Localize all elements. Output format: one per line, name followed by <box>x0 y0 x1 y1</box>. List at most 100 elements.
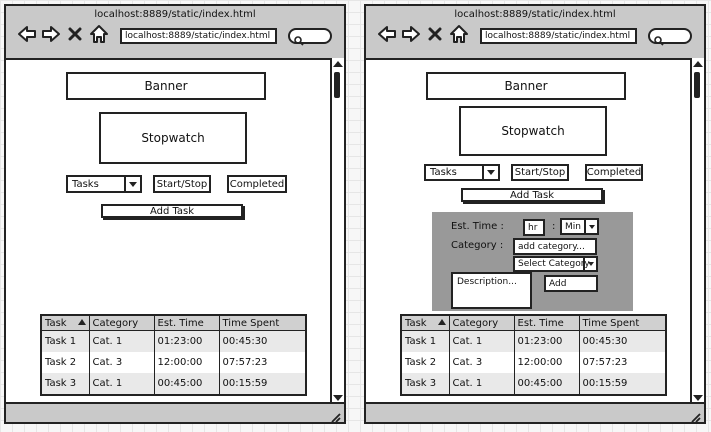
nav-buttons <box>16 23 110 45</box>
add-button[interactable]: Add <box>544 275 598 292</box>
stop-x-icon[interactable] <box>64 23 86 45</box>
minutes-select[interactable]: Min <box>560 218 599 235</box>
column-header-time-spent[interactable]: Time Spent <box>578 315 667 331</box>
table-row[interactable]: Task 1 Cat. 1 01:23:00 00:45:30 <box>40 330 307 352</box>
column-header-time-spent[interactable]: Time Spent <box>218 315 307 331</box>
home-icon[interactable] <box>448 23 470 45</box>
column-header-task[interactable]: Task <box>40 315 90 331</box>
window-title: localhost:8889/static/index.html <box>94 9 256 20</box>
stopwatch-display: Stopwatch <box>99 112 247 164</box>
table-header-row: Task Category Est. Time Time Spent <box>40 315 307 331</box>
scroll-down-icon[interactable] <box>693 395 703 401</box>
cell-time-spent: 00:45:30 <box>578 330 667 352</box>
column-header-category[interactable]: Category <box>88 315 155 331</box>
category-select[interactable]: Select Category <box>513 256 598 272</box>
cell-category: Cat. 1 <box>448 330 515 352</box>
stop-x-icon[interactable] <box>424 23 446 45</box>
cell-time-spent: 00:15:59 <box>578 373 667 395</box>
cell-time-spent: 00:45:30 <box>218 330 307 352</box>
page-content: Banner Stopwatch Tasks Start/Stop Comple… <box>366 58 690 404</box>
cell-est-time: 01:23:00 <box>513 330 580 352</box>
cell-task: Task 1 <box>400 330 450 352</box>
chevron-down-icon <box>124 177 140 191</box>
add-task-button[interactable]: Add Task <box>461 188 603 202</box>
search-icon <box>294 31 304 46</box>
time-separator: : <box>552 221 556 232</box>
scroll-up-icon[interactable] <box>693 61 703 67</box>
cell-time-spent: 07:57:23 <box>578 352 667 373</box>
address-bar[interactable]: localhost:8889/static/index.html <box>120 28 277 44</box>
column-header-task[interactable]: Task <box>400 315 450 331</box>
table-row[interactable]: Task 1 Cat. 1 01:23:00 00:45:30 <box>400 330 667 352</box>
completed-button[interactable]: Completed <box>227 175 287 193</box>
est-time-label: Est. Time : <box>451 221 504 232</box>
cell-category: Cat. 1 <box>88 373 155 395</box>
table-header-row: Task Category Est. Time Time Spent <box>400 315 667 331</box>
browser-toolbar: localhost:8889/static/index.html localho… <box>6 6 344 60</box>
scroll-thumb[interactable] <box>334 72 340 98</box>
cell-time-spent: 00:15:59 <box>218 373 307 395</box>
sort-ascending-icon <box>77 319 86 325</box>
browser-window-left: localhost:8889/static/index.html localho… <box>4 4 346 424</box>
add-category-input[interactable]: add category... <box>513 238 597 255</box>
minutes-select-value: Min <box>565 221 581 232</box>
scroll-thumb[interactable] <box>694 72 700 98</box>
vertical-scrollbar[interactable] <box>330 58 344 404</box>
description-textarea[interactable]: Description... <box>451 272 532 309</box>
column-header-est-time[interactable]: Est. Time <box>513 315 580 331</box>
browser-window-right: localhost:8889/static/index.html localho… <box>364 4 706 424</box>
browser-toolbar: localhost:8889/static/index.html localho… <box>366 6 704 60</box>
scroll-up-icon[interactable] <box>333 61 343 67</box>
table-row[interactable]: Task 2 Cat. 3 12:00:00 07:57:23 <box>40 352 307 373</box>
search-icon <box>654 31 664 46</box>
tasks-select[interactable]: Tasks <box>424 164 500 181</box>
banner: Banner <box>426 72 626 100</box>
cell-time-spent: 07:57:23 <box>218 352 307 373</box>
task-table: Task Category Est. Time Time Spent Task … <box>40 314 307 396</box>
chevron-down-icon <box>584 220 597 233</box>
stopwatch-display: Stopwatch <box>459 106 607 156</box>
search-field[interactable] <box>648 28 692 46</box>
table-row[interactable]: Task 3 Cat. 1 00:45:00 00:15:59 <box>400 373 667 395</box>
back-arrow-icon[interactable] <box>376 23 398 45</box>
cell-task: Task 3 <box>40 373 90 395</box>
column-header-category[interactable]: Category <box>448 315 515 331</box>
cell-category: Cat. 1 <box>448 373 515 395</box>
cell-task: Task 2 <box>400 352 450 373</box>
cell-task: Task 2 <box>40 352 90 373</box>
resize-grip-icon[interactable] <box>329 408 341 423</box>
category-select-value: Select Category <box>518 259 590 269</box>
table-row[interactable]: Task 3 Cat. 1 00:45:00 00:15:59 <box>40 373 307 395</box>
tasks-select[interactable]: Tasks <box>66 175 142 193</box>
search-field[interactable] <box>288 28 332 46</box>
table-row[interactable]: Task 2 Cat. 3 12:00:00 07:57:23 <box>400 352 667 373</box>
start-stop-button[interactable]: Start/Stop <box>153 175 211 193</box>
sort-ascending-icon <box>437 319 446 325</box>
vertical-scrollbar[interactable] <box>690 58 704 404</box>
column-header-est-time[interactable]: Est. Time <box>153 315 220 331</box>
scroll-down-icon[interactable] <box>333 395 343 401</box>
chevron-down-icon <box>482 166 498 179</box>
address-bar[interactable]: localhost:8889/static/index.html <box>480 28 637 44</box>
status-bar <box>366 402 704 423</box>
home-icon[interactable] <box>88 23 110 45</box>
completed-button[interactable]: Completed <box>585 164 643 181</box>
tasks-select-value: Tasks <box>72 178 99 190</box>
cell-task: Task 1 <box>40 330 90 352</box>
resize-grip-icon[interactable] <box>689 408 701 423</box>
page-content: Banner Stopwatch Tasks Start/Stop Comple… <box>6 58 330 404</box>
window-title: localhost:8889/static/index.html <box>454 9 616 20</box>
tasks-select-value: Tasks <box>430 167 457 178</box>
back-arrow-icon[interactable] <box>16 23 38 45</box>
forward-arrow-icon[interactable] <box>40 23 62 45</box>
forward-arrow-icon[interactable] <box>400 23 422 45</box>
add-task-button[interactable]: Add Task <box>101 204 243 218</box>
start-stop-button[interactable]: Start/Stop <box>511 164 569 181</box>
task-table: Task Category Est. Time Time Spent Task … <box>400 314 667 396</box>
cell-category: Cat. 1 <box>88 330 155 352</box>
cell-category: Cat. 3 <box>88 352 155 373</box>
hours-input[interactable]: hr <box>523 219 545 236</box>
cell-est-time: 12:00:00 <box>153 352 220 373</box>
category-label: Category : <box>451 240 504 251</box>
cell-task: Task 3 <box>400 373 450 395</box>
